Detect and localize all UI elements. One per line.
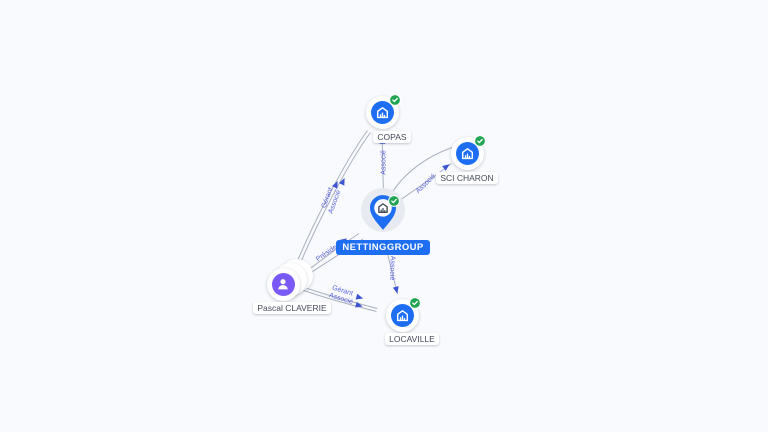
arrowhead	[392, 286, 399, 294]
node-label-sci-charon[interactable]: SCI CHARON	[436, 172, 498, 184]
edge-label: Associé	[381, 150, 388, 175]
verified-badge-icon	[388, 93, 401, 106]
node-label-copas[interactable]: COPAS	[373, 131, 411, 143]
arrowhead	[331, 181, 338, 189]
arrowhead	[355, 293, 364, 300]
company-building-icon	[390, 303, 414, 327]
node-label-nettinggroup[interactable]: NETTINGGROUP	[336, 240, 430, 255]
verified-badge-icon	[473, 134, 486, 147]
edge-nettinggroup-scicharon	[389, 147, 453, 197]
edge-pascal-copas-2	[296, 132, 371, 273]
arrowhead	[355, 301, 363, 308]
company-building-icon	[455, 141, 479, 165]
company-building-icon	[370, 100, 394, 124]
node-label-locaville[interactable]: LOCAVILLE	[385, 333, 439, 345]
edge-pascal-copas	[293, 130, 368, 271]
arrowhead	[442, 164, 450, 171]
node-label-pascal-claverie[interactable]: Pascal CLAVERIE	[253, 302, 331, 314]
edge-label: Associé	[388, 256, 396, 281]
arrowhead	[338, 178, 345, 186]
verified-badge-icon	[388, 194, 400, 207]
edge-pascal-locaville-2	[298, 288, 377, 312]
person-icon	[271, 272, 295, 296]
verified-badge-icon	[408, 296, 421, 309]
